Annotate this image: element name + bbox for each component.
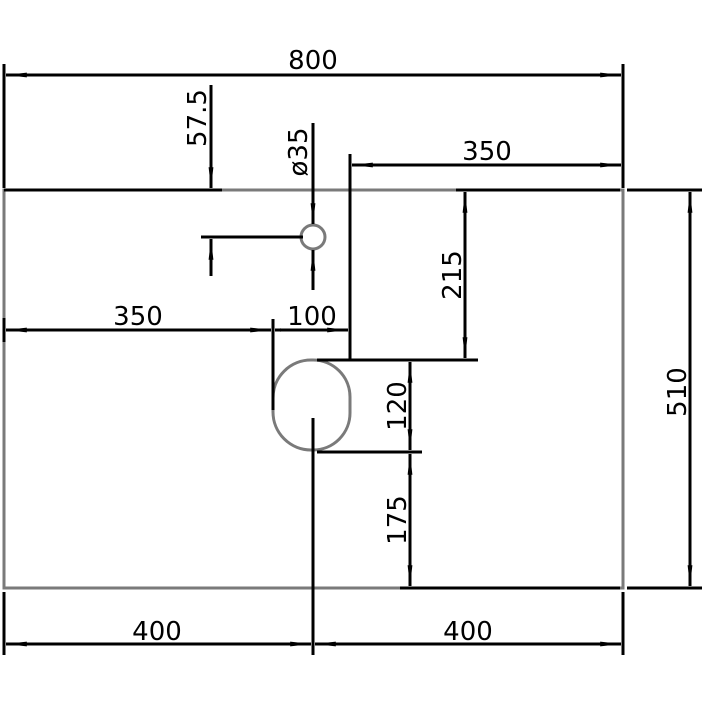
dimension-label-510: 510 <box>663 367 693 417</box>
dimension-label-400-left: 400 <box>132 617 182 647</box>
dimension-tap-offset: 57.5 <box>183 85 303 276</box>
tap-hole <box>299 223 327 251</box>
dimension-label-120: 120 <box>383 381 413 431</box>
dimension-tap-diameter: ø35 <box>284 123 316 290</box>
dimension-label-100: 100 <box>287 302 337 332</box>
dimension-label-57-5: 57.5 <box>183 89 213 147</box>
dimension-bottom-left-half: 400 <box>5 617 312 647</box>
dimension-label-800: 800 <box>288 46 338 76</box>
dimension-slot-top-offset: 215 <box>438 192 468 359</box>
dimension-overall-height: 510 <box>663 192 693 586</box>
dimension-overall-width: 800 <box>2 46 625 188</box>
dimension-bottom-right-half: 400 <box>314 617 621 647</box>
dimension-slot-height: 120 <box>383 361 413 451</box>
dimension-label-400-right: 400 <box>443 617 493 647</box>
dimension-label-350-left: 350 <box>113 302 163 332</box>
dimension-label-175: 175 <box>383 495 413 545</box>
dimension-slot-width: 100 <box>275 302 349 333</box>
dimension-slot-right-offset: 350 <box>348 137 621 360</box>
dimension-slot-bottom-offset: 175 <box>383 453 413 586</box>
dimension-label-350-top: 350 <box>462 137 512 167</box>
dimension-label-215: 215 <box>438 250 468 300</box>
dimension-label-diameter-35: ø35 <box>284 128 314 177</box>
dimension-slot-left-offset: 350 <box>2 302 275 410</box>
